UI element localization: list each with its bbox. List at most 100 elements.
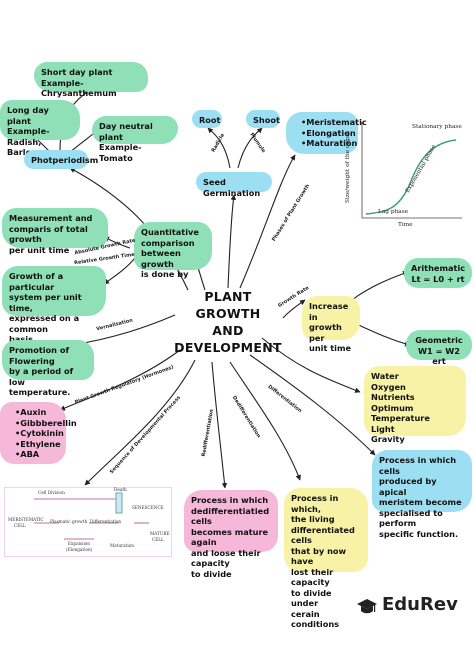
- graph-stationary-label: Stationary phase: [412, 124, 462, 130]
- center-title-line: DEVELOPMENT: [174, 340, 282, 355]
- growth-curve-svg: [361, 122, 462, 219]
- developmental-sequence-diagram: Cell Division Death MERISTEMATIC CELL Pl…: [3, 486, 173, 558]
- arithmetic-box: Arithematic Lt = L0 + rt: [404, 258, 472, 288]
- growth-curve-graph: Stationary phase Exponential phase Lag p…: [345, 118, 466, 233]
- phase-item: Elongation: [301, 128, 355, 139]
- box-text: by a period of low: [9, 366, 74, 387]
- phases-box: Meristematic Elongation Maturation: [286, 112, 367, 154]
- differentiation-box: Process in which cells produced by apica…: [372, 450, 472, 539]
- graph-lag-label: Lag phase: [378, 209, 409, 215]
- phases-list: Meristematic Elongation Maturation: [293, 117, 367, 149]
- box-text: specific function.: [379, 528, 459, 539]
- box-text: differentiated cells: [291, 524, 355, 546]
- box-text: system per unit time,: [9, 292, 82, 313]
- phase-item: Maturation: [301, 138, 357, 149]
- meristematic-label: CELL: [14, 523, 26, 528]
- vernalisation-box: Promotion of Flowering by a period of lo…: [2, 340, 94, 397]
- hormone-item: Gibbberellin: [15, 418, 77, 429]
- differentiation-mini-label: Differentiation: [90, 519, 122, 524]
- box-text: Process in which,: [291, 493, 339, 514]
- phase-item: Meristematic: [301, 117, 367, 128]
- box-text: Photperiodism: [31, 155, 99, 165]
- hormone-item: Auxin: [15, 407, 59, 418]
- shoot-box: Shoot: [246, 110, 280, 128]
- box-text: Process in which: [191, 495, 269, 505]
- graph-x-label: Time: [398, 222, 413, 228]
- expansion-label: Expansion: [68, 541, 90, 546]
- box-text: Promotion of Flowering: [9, 345, 70, 366]
- center-title-line: AND: [212, 323, 244, 338]
- box-text: meristem become: [379, 497, 462, 507]
- regulators-box: Auxin Gibbberellin Cytokinin Ethylene AB…: [0, 402, 77, 464]
- box-text: Measurement and: [9, 213, 93, 223]
- short-day-plant-box: Short day plant Example- Chrysanthemum: [34, 62, 148, 98]
- growth-particular-box: Growth of a particular system per unit t…: [2, 266, 106, 344]
- mature-cell-label: MATURE: [150, 531, 170, 536]
- box-text: W1 = W2 ert: [417, 345, 461, 367]
- box-text: Short day plant: [41, 67, 113, 77]
- box-text: Day neutral plant: [99, 121, 153, 142]
- box-text: Seed Germination: [203, 177, 261, 198]
- box-text: unit time: [309, 343, 352, 353]
- box-text: Growth of a particular: [9, 271, 64, 292]
- box-text: specialised to perform: [379, 507, 443, 529]
- hormone-item: Cytokinin: [15, 428, 64, 439]
- box-text: is done by: [141, 269, 189, 279]
- conditions-box: Water Oxygen Nutrients Optimum Temperatu…: [364, 366, 466, 444]
- quantitative-box: Quantitative comparison between growth i…: [134, 222, 212, 279]
- box-text: Quantitative: [141, 227, 199, 237]
- center-title: PLANT GROWTH AND DEVELOPMENT: [172, 288, 284, 356]
- graph-y-label: Size/weight of the organ: [345, 130, 352, 204]
- condition-item: Water: [371, 371, 399, 381]
- plasmatic-label: Plasmatic growth: [50, 519, 88, 524]
- box-text: becomes mature again: [191, 526, 269, 548]
- box-text: that by now have: [291, 545, 347, 567]
- day-neutral-plant-box: Day neutral plant Example- Tomato: [92, 116, 178, 163]
- box-text: lost their capacity: [291, 566, 334, 588]
- geometric-box: Geometric W1 = W2 ert: [406, 330, 472, 366]
- box-text: to divide under: [291, 587, 332, 609]
- meristematic-label: MERISTEMATIC: [8, 517, 44, 522]
- box-text: Barley: [7, 147, 37, 157]
- box-text: Example- Radish,: [7, 126, 50, 147]
- box-text: per unit time: [9, 244, 70, 255]
- box-text: temperature.: [9, 387, 71, 397]
- expansion-label: (Elongation): [66, 547, 93, 552]
- cell-division-label: Cell Division: [38, 490, 65, 495]
- box-text: comparison: [141, 237, 195, 248]
- box-text: to divide: [191, 568, 232, 579]
- condition-item: Nutrients: [371, 392, 415, 402]
- box-text: between growth: [141, 248, 181, 269]
- senescence-label: SENESCENCE: [132, 505, 164, 510]
- box-text: the living: [291, 514, 335, 524]
- graduation-cap-icon: [357, 599, 377, 614]
- redifferentiation-box: Process in which dedifferentiatied cells…: [184, 490, 278, 579]
- long-day-plant-box: Long day plant Example- Radish, Barley: [0, 100, 80, 157]
- hormone-item: ABA: [15, 449, 59, 460]
- mature-cell-label: CELL: [152, 537, 164, 542]
- edurev-logo: EduRev: [382, 594, 458, 615]
- regulators-list: Auxin Gibbberellin Cytokinin Ethylene AB…: [7, 407, 77, 460]
- condition-item: Light: [371, 423, 395, 434]
- box-text: Long day plant: [7, 105, 49, 126]
- death-label: Death: [114, 487, 127, 492]
- condition-item: Optimum Temperature: [371, 402, 430, 424]
- center-title-line: PLANT GROWTH: [195, 289, 261, 321]
- box-text: expressed on a common: [9, 313, 80, 334]
- condition-item: Gravity: [371, 434, 405, 444]
- sequence-diagram-svg: [3, 486, 173, 558]
- photoperiodism-box: Photperiodism: [24, 150, 99, 169]
- box-text: basis.: [9, 334, 37, 344]
- seed-germination-box: Seed Germination: [196, 172, 272, 198]
- box-text: Increase in: [309, 301, 349, 322]
- box-text: comparis of total growth: [9, 223, 88, 245]
- box-text: produced by apical: [379, 476, 437, 497]
- box-text: Lt = L0 + rt: [411, 273, 465, 284]
- measurement-box: Measurement and comparis of total growth…: [2, 208, 108, 255]
- increase-growth-box: Increase in growth per unit time: [302, 296, 360, 353]
- brand-text: EduRev: [382, 594, 458, 615]
- box-text: and loose their capacity: [191, 547, 261, 569]
- box-text: Arithematic: [411, 263, 466, 273]
